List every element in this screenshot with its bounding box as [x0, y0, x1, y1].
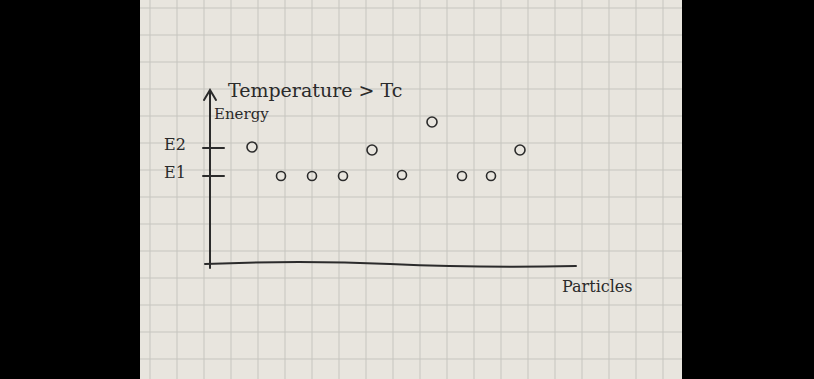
grid-line	[420, 0, 421, 379]
particle-dot	[367, 145, 377, 155]
grid-line	[582, 0, 583, 379]
grid-line	[140, 143, 682, 144]
particle-dot	[308, 172, 317, 181]
grid-line	[609, 0, 610, 379]
grid-line	[339, 0, 340, 379]
grid-line	[204, 0, 205, 379]
particle-dot	[339, 172, 348, 181]
grid-line	[140, 332, 682, 333]
grid-line	[474, 0, 475, 379]
grid-line	[140, 197, 682, 198]
grid-line	[366, 0, 367, 379]
particle-dot	[458, 172, 467, 181]
energy-axis	[209, 92, 211, 268]
grid-line	[140, 8, 682, 9]
grid-line	[447, 0, 448, 379]
grid-line	[312, 0, 313, 379]
level-label: E1	[164, 164, 186, 182]
particle-dot	[515, 145, 525, 155]
particle-dot	[398, 171, 407, 180]
grid-line	[140, 305, 682, 306]
grid-line	[140, 224, 682, 225]
grid-line	[555, 0, 556, 379]
grid-line	[528, 0, 529, 379]
particle-dot	[277, 172, 286, 181]
grid-line	[140, 251, 682, 252]
grid-line	[231, 0, 232, 379]
axis-label: Particles	[562, 278, 633, 296]
grid-line	[140, 35, 682, 36]
grid-line	[501, 0, 502, 379]
grid-line	[140, 359, 682, 360]
grid-line	[177, 0, 178, 379]
axis-arrowhead	[204, 90, 216, 100]
tick-mark	[203, 147, 224, 149]
grid-line	[285, 0, 286, 379]
grid-line	[140, 170, 682, 171]
axes	[203, 90, 576, 268]
grid-lines	[140, 0, 682, 379]
grid-line	[636, 0, 637, 379]
particles	[247, 117, 525, 181]
grid-line	[258, 0, 259, 379]
particle-dot	[247, 142, 257, 152]
level-label: E2	[164, 136, 186, 154]
grid-line	[140, 62, 682, 63]
tick-mark	[203, 175, 224, 177]
grid-line	[393, 0, 394, 379]
grid-line	[663, 0, 664, 379]
axis-label: Energy	[214, 106, 269, 123]
graph-paper	[140, 0, 682, 379]
grid-line	[140, 89, 682, 90]
heading: Temperature > Tc	[228, 80, 402, 101]
particle-axis	[205, 262, 576, 267]
particle-dot	[427, 117, 437, 127]
grid-line	[150, 0, 151, 379]
particle-dot	[487, 172, 496, 181]
